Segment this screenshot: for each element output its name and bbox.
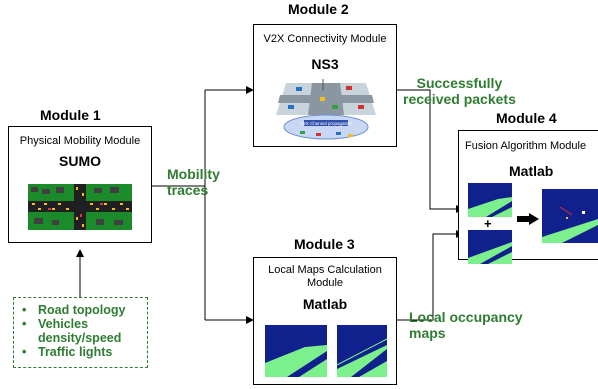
fusion-input-map-2	[468, 230, 512, 264]
mobility-label-line2: traces	[167, 182, 209, 198]
module4-title: Module 4	[496, 110, 557, 126]
bullet-icon: •	[22, 303, 27, 317]
input-vehicles: • Vehicles density/speed	[22, 317, 147, 345]
module4-box: Fusion Algorithm Module Matlab +	[458, 130, 598, 264]
simulation-inputs-box: • Road topology • Vehicles density/speed…	[13, 297, 148, 368]
module2-box: V2X Connectivity Module NS3 V2X Channel …	[253, 24, 397, 147]
bullet-icon: •	[22, 317, 27, 331]
module2-title: Module 2	[288, 1, 349, 17]
bullet-icon: •	[22, 345, 27, 359]
local-map-1	[265, 325, 327, 377]
module1-subtitle: Physical Mobility Module	[19, 135, 141, 147]
input-vehicles-text: Vehicles	[38, 317, 89, 331]
input-road-topology: • Road topology	[22, 303, 147, 317]
module1-title: Module 1	[40, 107, 101, 123]
sumo-road-image	[28, 184, 132, 230]
module4-tool: Matlab	[509, 163, 554, 179]
packets-label-line2: received packets	[403, 91, 516, 107]
module3-subtitle-line1: Local Maps Calculation	[268, 264, 382, 276]
ns3-image-caption: V2X Channel propagation	[300, 121, 352, 126]
local-map-2	[337, 325, 387, 377]
input-traffic-lights-text: Traffic lights	[38, 345, 113, 359]
plus-sign: +	[484, 216, 492, 231]
inputs-list: • Road topology • Vehicles density/speed…	[14, 303, 147, 359]
ns3-v2x-image: V2X Channel propagation	[276, 79, 376, 140]
maps-label-line1: Local occupancy	[409, 309, 523, 325]
module2-subtitle: V2X Connectivity Module	[263, 33, 387, 45]
module1-box: Physical Mobility Module SUMO	[8, 126, 152, 243]
input-road-topology-text: Road topology	[38, 303, 126, 317]
arrow-m2-to-m4	[397, 89, 464, 213]
packets-label-line1: Successfully	[416, 75, 503, 91]
arrow-m3-to-m4	[397, 230, 464, 321]
module4-subtitle: Fusion Algorithm Module	[465, 140, 587, 152]
input-vehicles-text-line2: density/speed	[38, 331, 122, 345]
fused-map-output	[542, 189, 598, 243]
fusion-input-map-1	[468, 183, 512, 217]
mobility-label-line1: Mobility	[167, 166, 220, 182]
maps-label-line2: maps	[409, 325, 446, 341]
mobility-traces-label: Mobility traces	[167, 166, 220, 198]
module3-title: Module 3	[294, 236, 355, 252]
module2-tool: NS3	[311, 56, 339, 72]
received-packets-label: Successfully received packets	[403, 75, 516, 107]
module3-box: Local Maps Calculation Module Matlab	[253, 257, 397, 385]
module3-tool: Matlab	[302, 296, 348, 312]
fusion-arrow-icon	[517, 213, 539, 225]
module3-subtitle-line2: Module	[306, 277, 344, 289]
input-traffic-lights: • Traffic lights	[22, 345, 147, 359]
local-occupancy-maps-label: Local occupancy maps	[409, 309, 523, 341]
module1-tool: SUMO	[59, 153, 101, 169]
